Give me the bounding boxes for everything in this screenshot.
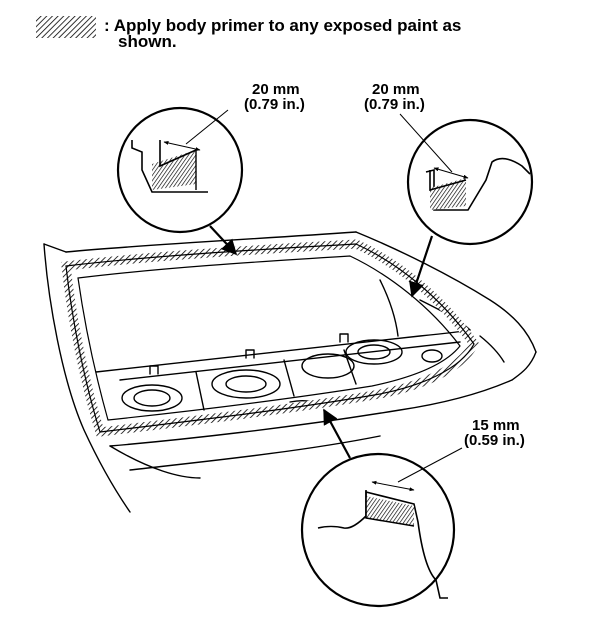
dimension-label-upper-right: 20 mm (0.79 in.) [364, 81, 425, 112]
legend-line-2: shown. [118, 32, 177, 51]
leader-arrows [209, 225, 434, 459]
dimension-imperial: (0.79 in.) [244, 96, 305, 113]
dimension-label-upper-left: 20 mm (0.79 in.) [244, 81, 305, 112]
dimension-imperial: (0.79 in.) [364, 96, 425, 113]
dimension-metric: 15 mm [472, 417, 520, 434]
callout-circle-upper-left [116, 106, 244, 234]
dimension-metric: 20 mm [372, 81, 420, 98]
legend-hatch-symbol [36, 16, 96, 38]
window-flange [61, 239, 480, 437]
dimension-metric: 20 mm [252, 81, 300, 98]
dimension-label-lower: 15 mm (0.59 in.) [464, 417, 525, 448]
legend-text: : Apply body primer to any exposed paint… [104, 16, 544, 51]
callout-circle-upper-right [399, 113, 534, 246]
callout-circle-lower [300, 447, 463, 608]
legend-line-1: : Apply body primer to any exposed paint… [104, 16, 462, 35]
dimension-imperial: (0.59 in.) [464, 432, 525, 449]
